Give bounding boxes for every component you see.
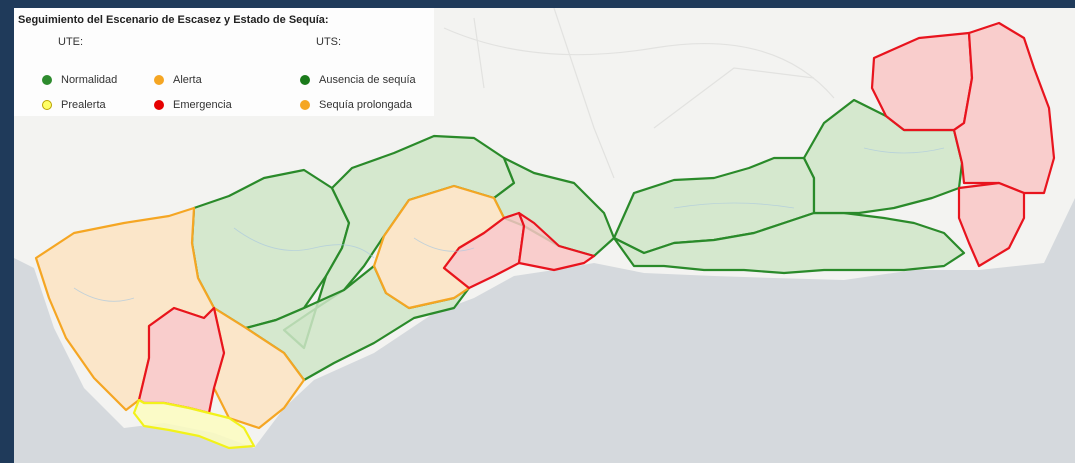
map-frame[interactable]: Seguimiento del Escenario de Escasez y E… (14, 8, 1075, 463)
zone-prealerta-1[interactable] (132, 398, 256, 450)
legend-label: Ausencia de sequía (319, 74, 416, 86)
legend-label: Emergencia (173, 99, 232, 111)
road-network (443, 8, 835, 179)
zones-normalidad[interactable] (190, 98, 966, 382)
prealerta-dot-icon (42, 100, 52, 110)
legend-label: Alerta (173, 74, 202, 86)
zones-emergencia[interactable] (137, 21, 1056, 415)
legend-item-alerta: Alerta (154, 74, 202, 86)
legend-item-sequia-prolongada: Sequía prolongada (300, 99, 412, 111)
ausencia-dot-icon (300, 75, 310, 85)
prolongada-dot-icon (300, 100, 310, 110)
legend-label: Prealerta (61, 99, 106, 111)
zone-emergencia-1[interactable] (137, 306, 226, 415)
legend-item-emergencia: Emergencia (154, 99, 232, 111)
zones-prealerta[interactable] (132, 398, 256, 450)
legend-label: Normalidad (61, 74, 118, 86)
legend-item-prealerta: Prealerta (42, 99, 106, 111)
zone-emergencia-3[interactable] (517, 211, 596, 272)
emergencia-dot-icon (154, 100, 164, 110)
legend-item-ausencia-sequia: Ausencia de sequía (300, 74, 416, 86)
legend-panel: Seguimiento del Escenario de Escasez y E… (14, 8, 434, 116)
zone-normalidad-7[interactable] (802, 98, 964, 215)
zone-normalidad-6[interactable] (612, 211, 966, 275)
drought-map[interactable] (14, 8, 1075, 463)
zone-emergencia-6[interactable] (957, 181, 1026, 268)
legend-ute-heading: UTE: (58, 36, 84, 48)
alerta-dot-icon (154, 75, 164, 85)
legend-uts-heading: UTS: (316, 36, 342, 48)
river-network (73, 147, 945, 302)
normalidad-dot-icon (42, 75, 52, 85)
legend-title: Seguimiento del Escenario de Escasez y E… (18, 14, 329, 26)
legend-label: Sequía prolongada (319, 99, 412, 111)
legend-item-normalidad: Normalidad (42, 74, 117, 86)
